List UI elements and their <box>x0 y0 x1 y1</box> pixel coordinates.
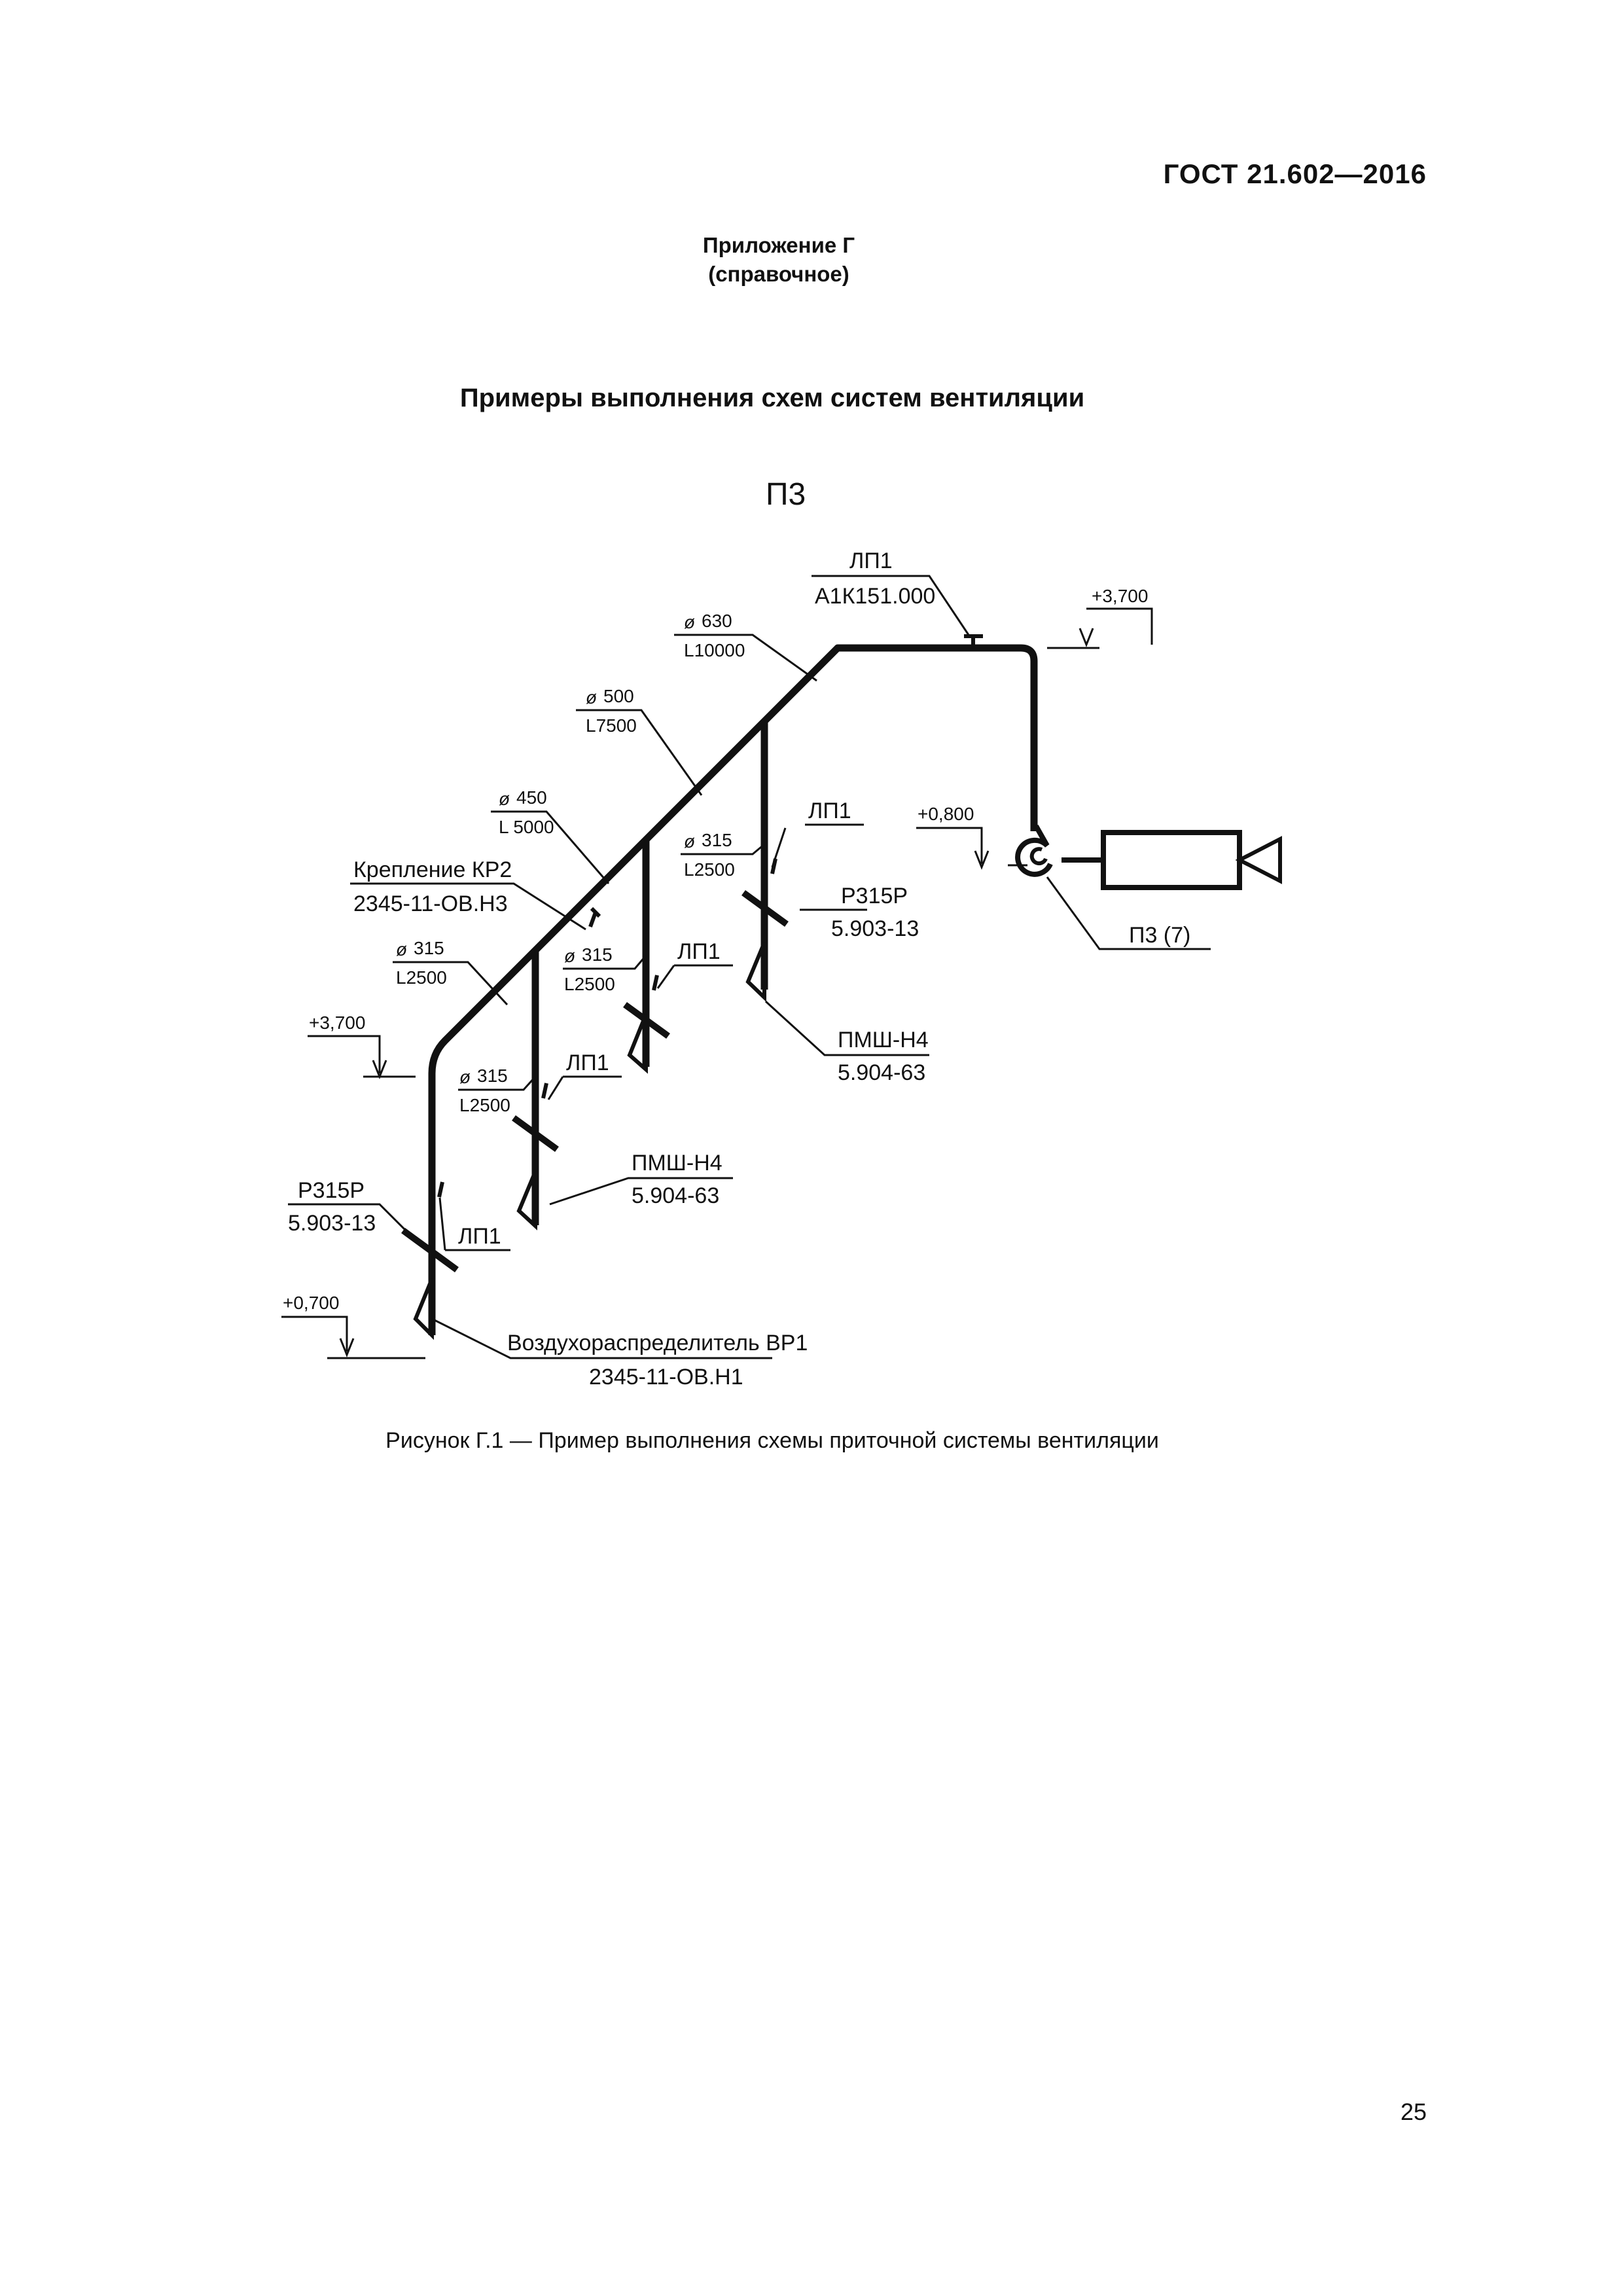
document-number: ГОСТ 21.602—2016 <box>1163 158 1427 189</box>
page-number: 25 <box>1400 2098 1427 2125</box>
svg-text:L 5000: L 5000 <box>499 817 554 837</box>
fan-motor-icon <box>1101 830 1242 890</box>
grille-left-name: ПМШ-Н4 <box>632 1151 722 1175</box>
svg-text:ø: ø <box>684 831 695 852</box>
segment-450-label: ø 450 L 5000 <box>499 787 554 837</box>
air-distributor-icon <box>627 1013 648 1074</box>
svg-text:ø: ø <box>564 946 575 966</box>
segment-315-main-label: ø 315 L2500 <box>396 938 447 988</box>
svg-text:315: 315 <box>702 830 732 850</box>
segment-500-label: ø 500 L7500 <box>586 686 637 736</box>
air-distributor-icon <box>413 1278 434 1340</box>
grille-left-code: 5.904-63 <box>632 1183 719 1208</box>
svg-text:315: 315 <box>582 944 613 965</box>
svg-text:L2500: L2500 <box>459 1095 510 1115</box>
grille-right-code: 5.904-63 <box>838 1060 925 1085</box>
figure-caption: Рисунок Г.1 — Пример выполнения схемы пр… <box>385 1428 1159 1453</box>
svg-text:ø: ø <box>459 1067 471 1087</box>
air-distributor-code: 2345-11-ОВ.Н1 <box>589 1365 743 1390</box>
mounting-name: Крепление КР2 <box>353 857 512 882</box>
svg-text:L2500: L2500 <box>564 974 615 994</box>
valve-top-code: А1К151.000 <box>815 584 935 609</box>
svg-text:L2500: L2500 <box>396 967 447 988</box>
register-right-name: Р315Р <box>841 884 908 908</box>
fan-label: П3 (7) <box>1129 923 1190 948</box>
svg-text:ø: ø <box>684 612 695 632</box>
branch-left-label: ø 315 L2500 <box>459 1066 510 1115</box>
svg-text:315: 315 <box>477 1066 508 1086</box>
damper-icon <box>741 889 789 927</box>
elevation-left: +3,700 <box>309 1013 365 1033</box>
svg-text:ø: ø <box>499 789 510 809</box>
supply-fan-icon <box>1015 825 1103 877</box>
svg-text:L7500: L7500 <box>586 715 637 736</box>
segment-630-label: ø 630 L10000 <box>684 611 745 660</box>
valve-lp1-bottom: ЛП1 <box>458 1224 501 1249</box>
system-label: П3 <box>766 477 806 512</box>
valve-lp1-right: ЛП1 <box>808 798 851 823</box>
air-distributor-icon <box>745 941 766 1003</box>
svg-text:L2500: L2500 <box>684 859 735 880</box>
svg-text:315: 315 <box>414 938 444 958</box>
register-left-code: 5.903-13 <box>288 1211 376 1236</box>
air-distributor-name: Воздухораспределитель ВР1 <box>507 1331 808 1355</box>
elevation-bottom: +0,700 <box>283 1293 339 1313</box>
svg-text:630: 630 <box>702 611 732 631</box>
air-intake-icon <box>1235 836 1282 884</box>
grille-right-name: ПМШ-Н4 <box>838 1028 929 1052</box>
branch-right-label: ø 315 L2500 <box>684 830 735 880</box>
svg-text:500: 500 <box>603 686 634 706</box>
svg-text:ø: ø <box>586 687 597 708</box>
branch-middle-label: ø 315 L2500 <box>564 944 615 994</box>
section-title: Примеры выполнения схем систем вентиляци… <box>459 384 1085 412</box>
damper-icon <box>512 1115 559 1153</box>
register-left-name: Р315Р <box>298 1178 365 1203</box>
annex-kind: (справочное) <box>708 262 849 286</box>
mounting-code: 2345-11-ОВ.Н3 <box>353 891 508 916</box>
register-right-code: 5.903-13 <box>831 916 919 941</box>
annex-title: Приложение Г <box>702 233 855 257</box>
svg-text:450: 450 <box>516 787 547 808</box>
svg-text:L10000: L10000 <box>684 640 745 660</box>
main-duct <box>428 644 1038 1335</box>
elevation-fan: +0,800 <box>918 804 974 824</box>
elevation-top-right: +3,700 <box>1092 586 1148 606</box>
valve-lp1-left: ЛП1 <box>566 1050 609 1075</box>
valve-top-name: ЛП1 <box>849 548 893 573</box>
svg-text:ø: ø <box>396 939 407 960</box>
valve-lp1-middle: ЛП1 <box>677 939 721 964</box>
leader-lines <box>281 575 1211 1359</box>
air-distributor-icon <box>516 1170 537 1230</box>
